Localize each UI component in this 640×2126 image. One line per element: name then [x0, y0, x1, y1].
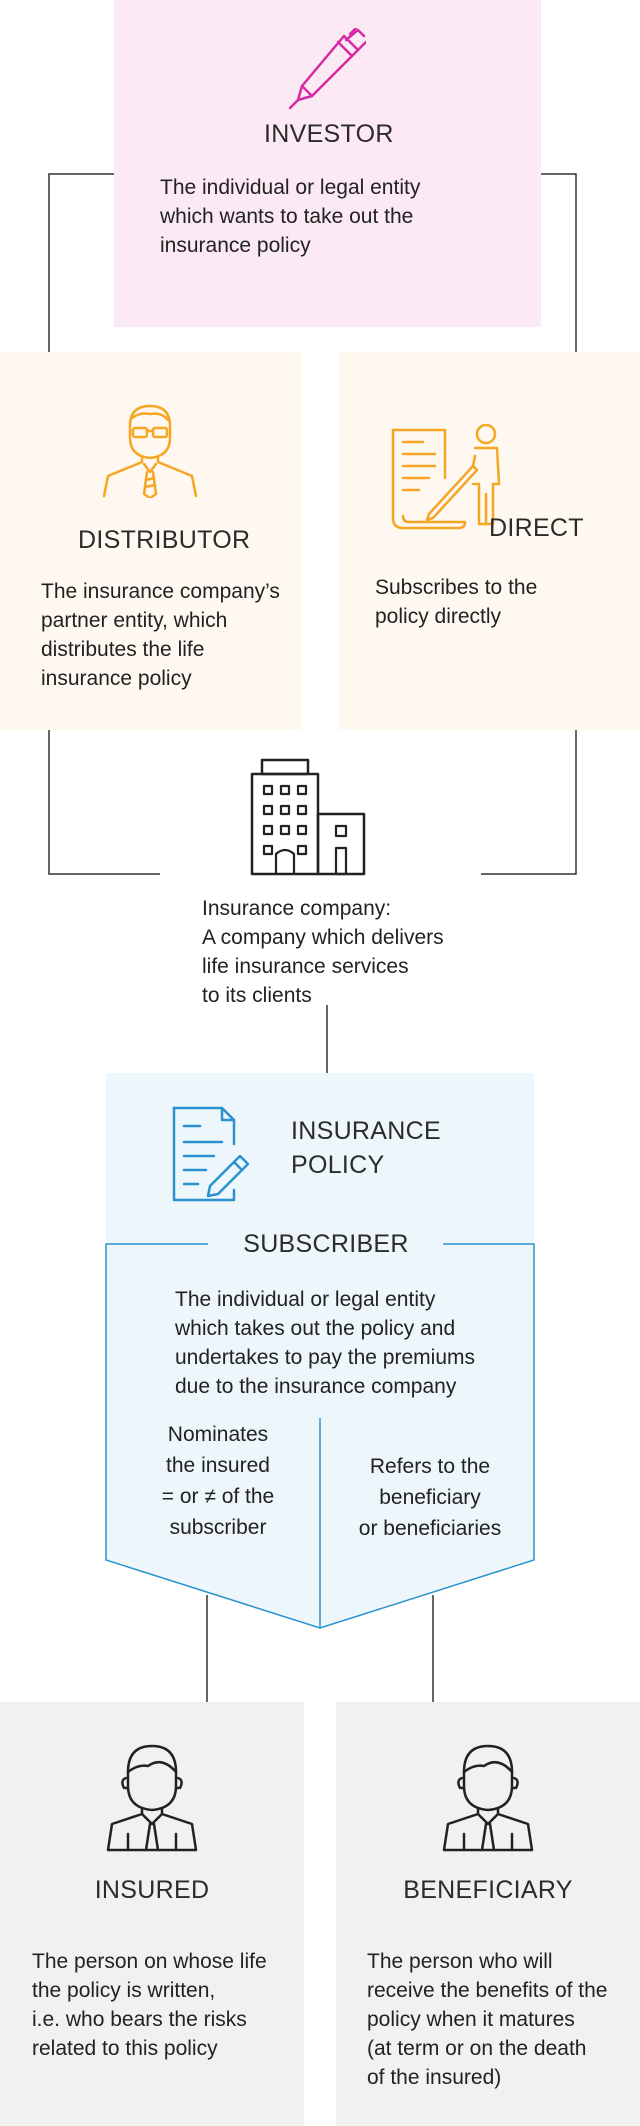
person-icon: [106, 1744, 198, 1852]
subscriber-refers-text: Refers to the beneficiary or beneficiari…: [358, 1455, 502, 1540]
beneficiary-description: The person who will receive the benefits…: [367, 1950, 608, 2089]
policy-document-icon: [172, 1106, 250, 1202]
document-person-icon: [391, 424, 501, 530]
investor-description: The individual or legal entity which wan…: [160, 176, 421, 257]
businessman-icon: [102, 404, 198, 498]
beneficiary-panel: BENEFICIARY The person who will receive …: [336, 1702, 640, 2126]
distributor-title: DISTRIBUTOR: [78, 526, 251, 554]
investor-panel: INVESTOR The individual or legal entity …: [114, 0, 541, 327]
insured-description: The person on whose life the policy is w…: [32, 1950, 267, 2060]
subscriber-description: The individual or legal entity which tak…: [175, 1288, 475, 1398]
insured-title: INSURED: [94, 1876, 210, 1904]
distributor-description: The insurance company’s partner entity, …: [41, 580, 280, 690]
building-icon: [250, 758, 366, 876]
beneficiary-title: BENEFICIARY: [403, 1876, 573, 1904]
direct-description: Subscribes to the policy directly: [375, 576, 538, 628]
direct-title: DIRECT: [489, 514, 584, 542]
person-icon: [442, 1744, 534, 1852]
policy-title: INSURANCE POLICY: [291, 1117, 441, 1179]
insurance-company-description: Insurance company: A company which deliv…: [202, 897, 444, 1007]
policy-shape: [105, 1073, 535, 1629]
subscriber-title: SUBSCRIBER: [243, 1230, 409, 1258]
subscriber-nominates-text: Nominates the insured = or ≠ of the subs…: [161, 1423, 275, 1539]
direct-panel: DIRECT Subscribes to the policy directly: [339, 352, 640, 730]
pen-icon: [288, 28, 366, 110]
distributor-panel: DISTRIBUTOR The insurance company’s part…: [0, 352, 301, 730]
investor-title: INVESTOR: [264, 120, 394, 148]
insured-panel: INSURED The person on whose life the pol…: [0, 1702, 304, 2126]
